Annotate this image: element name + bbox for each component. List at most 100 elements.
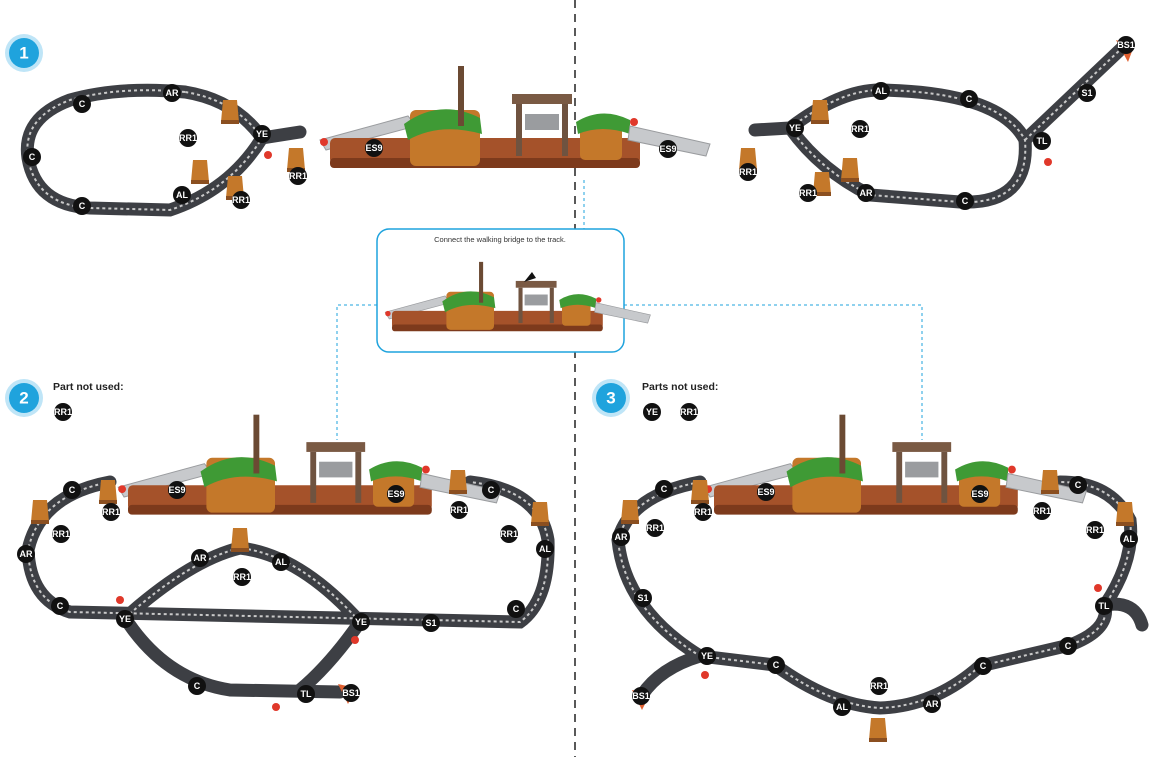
part-label: RR1 bbox=[680, 407, 698, 417]
part-label: RR1 bbox=[799, 188, 817, 198]
part-badge: C bbox=[482, 481, 500, 499]
part-badge: AL bbox=[536, 540, 554, 558]
callout-caption: Connect the walking bridge to the track. bbox=[434, 235, 566, 244]
part-label: RR1 bbox=[52, 529, 70, 539]
part-label: RR1 bbox=[851, 124, 869, 134]
part-label: S1 bbox=[1081, 88, 1092, 98]
part-label: C bbox=[980, 661, 987, 671]
part-label: RR1 bbox=[289, 171, 307, 181]
part-badge: YE bbox=[352, 613, 370, 631]
part-badge: YE bbox=[253, 125, 271, 143]
part-badge: RR1 bbox=[500, 525, 518, 543]
part-badge: C bbox=[767, 656, 785, 674]
part-label: AL bbox=[539, 544, 551, 554]
part-badge: AR bbox=[612, 528, 630, 546]
part-label: C bbox=[1075, 480, 1082, 490]
arrow-icon bbox=[524, 272, 536, 282]
part-badge: YE bbox=[116, 610, 134, 628]
part-label: BS1 bbox=[632, 691, 650, 701]
step-1-number: 1 bbox=[19, 44, 28, 63]
part-label: C bbox=[1065, 641, 1072, 651]
part-label: RR1 bbox=[232, 195, 250, 205]
part-badge: ES9 bbox=[168, 481, 186, 499]
part-label: YE bbox=[701, 651, 713, 661]
part-badge: RR1 bbox=[646, 519, 664, 537]
step-2-bridge-set bbox=[117, 414, 501, 516]
part-label: ES9 bbox=[365, 143, 382, 153]
part-badge: AR bbox=[857, 184, 875, 202]
part-badge: C bbox=[73, 197, 91, 215]
part-badge: BS1 bbox=[342, 684, 360, 702]
callout-leader-right bbox=[624, 304, 923, 440]
part-badge: RR1 bbox=[289, 167, 307, 185]
stopper-icon bbox=[264, 151, 272, 159]
part-label: AL bbox=[1123, 534, 1135, 544]
stopper-icon bbox=[351, 636, 359, 644]
part-label: C bbox=[966, 94, 973, 104]
stopper-icon bbox=[116, 596, 124, 604]
part-badge: C bbox=[960, 90, 978, 108]
part-label: ES9 bbox=[971, 489, 988, 499]
part-badge: TL bbox=[1095, 597, 1113, 615]
step-1-section: 1 AR C C C RR1 YE RR1 AL RR1 ES9 bbox=[5, 34, 1135, 217]
part-label: RR1 bbox=[646, 523, 664, 533]
part-badge: C bbox=[956, 192, 974, 210]
part-badge: RR1 bbox=[870, 677, 888, 695]
part-badge: AL bbox=[272, 553, 290, 571]
part-badge: RR1 bbox=[851, 120, 869, 138]
part-badge: RR1 bbox=[680, 403, 698, 421]
part-badge: RR1 bbox=[52, 525, 70, 543]
part-label: RR1 bbox=[694, 507, 712, 517]
part-label: C bbox=[513, 604, 520, 614]
step-3-riser bbox=[1041, 470, 1059, 494]
part-badge: C bbox=[23, 148, 41, 166]
step-2-section: 2 Part not used: RR1 C RR1 ES9 RR1 AR C … bbox=[5, 379, 555, 711]
step-2-riser bbox=[231, 528, 249, 552]
part-label: RR1 bbox=[179, 133, 197, 143]
step-1-riser bbox=[191, 160, 209, 184]
part-label: RR1 bbox=[102, 507, 120, 517]
part-label: S1 bbox=[637, 593, 648, 603]
part-badge: RR1 bbox=[232, 191, 250, 209]
part-badge: AR bbox=[923, 695, 941, 713]
step-3-riser bbox=[1116, 502, 1134, 526]
step-2-badge: 2 bbox=[5, 379, 43, 417]
part-label: AR bbox=[20, 549, 33, 559]
part-badge: C bbox=[1059, 637, 1077, 655]
part-badge: BS1 bbox=[1117, 36, 1135, 54]
part-label: ES9 bbox=[659, 144, 676, 154]
step-1-riser bbox=[841, 158, 859, 182]
part-label: TL bbox=[1037, 136, 1048, 146]
part-badge: C bbox=[974, 657, 992, 675]
part-label: C bbox=[57, 601, 64, 611]
part-label: YE bbox=[789, 123, 801, 133]
part-badge: RR1 bbox=[799, 184, 817, 202]
part-badge: YE bbox=[786, 119, 804, 137]
part-badge: YE bbox=[643, 403, 661, 421]
part-badge: TL bbox=[1033, 132, 1051, 150]
part-badge: C bbox=[655, 480, 673, 498]
part-badge: AR bbox=[17, 545, 35, 563]
step-3-riser bbox=[869, 718, 887, 742]
part-badge: BS1 bbox=[632, 687, 650, 705]
part-label: ES9 bbox=[757, 487, 774, 497]
part-label: AL bbox=[836, 702, 848, 712]
part-badge: C bbox=[63, 481, 81, 499]
part-label: RR1 bbox=[1086, 525, 1104, 535]
part-badge: C bbox=[51, 597, 69, 615]
part-label: TL bbox=[1099, 601, 1110, 611]
part-badge: RR1 bbox=[1086, 521, 1104, 539]
step-2-unused-note: Part not used: bbox=[53, 381, 124, 393]
stopper-icon bbox=[1094, 584, 1102, 592]
part-label: BS1 bbox=[1117, 40, 1135, 50]
callout-box: Connect the walking bridge to the track. bbox=[376, 228, 651, 353]
part-badge: AL bbox=[1120, 530, 1138, 548]
part-label: AR bbox=[860, 188, 873, 198]
part-badge: RR1 bbox=[450, 501, 468, 519]
step-1-riser bbox=[811, 100, 829, 124]
part-label: ES9 bbox=[387, 489, 404, 499]
part-badge: AR bbox=[191, 549, 209, 567]
part-label: C bbox=[773, 660, 780, 670]
part-label: RR1 bbox=[1033, 506, 1051, 516]
part-label: RR1 bbox=[233, 572, 251, 582]
